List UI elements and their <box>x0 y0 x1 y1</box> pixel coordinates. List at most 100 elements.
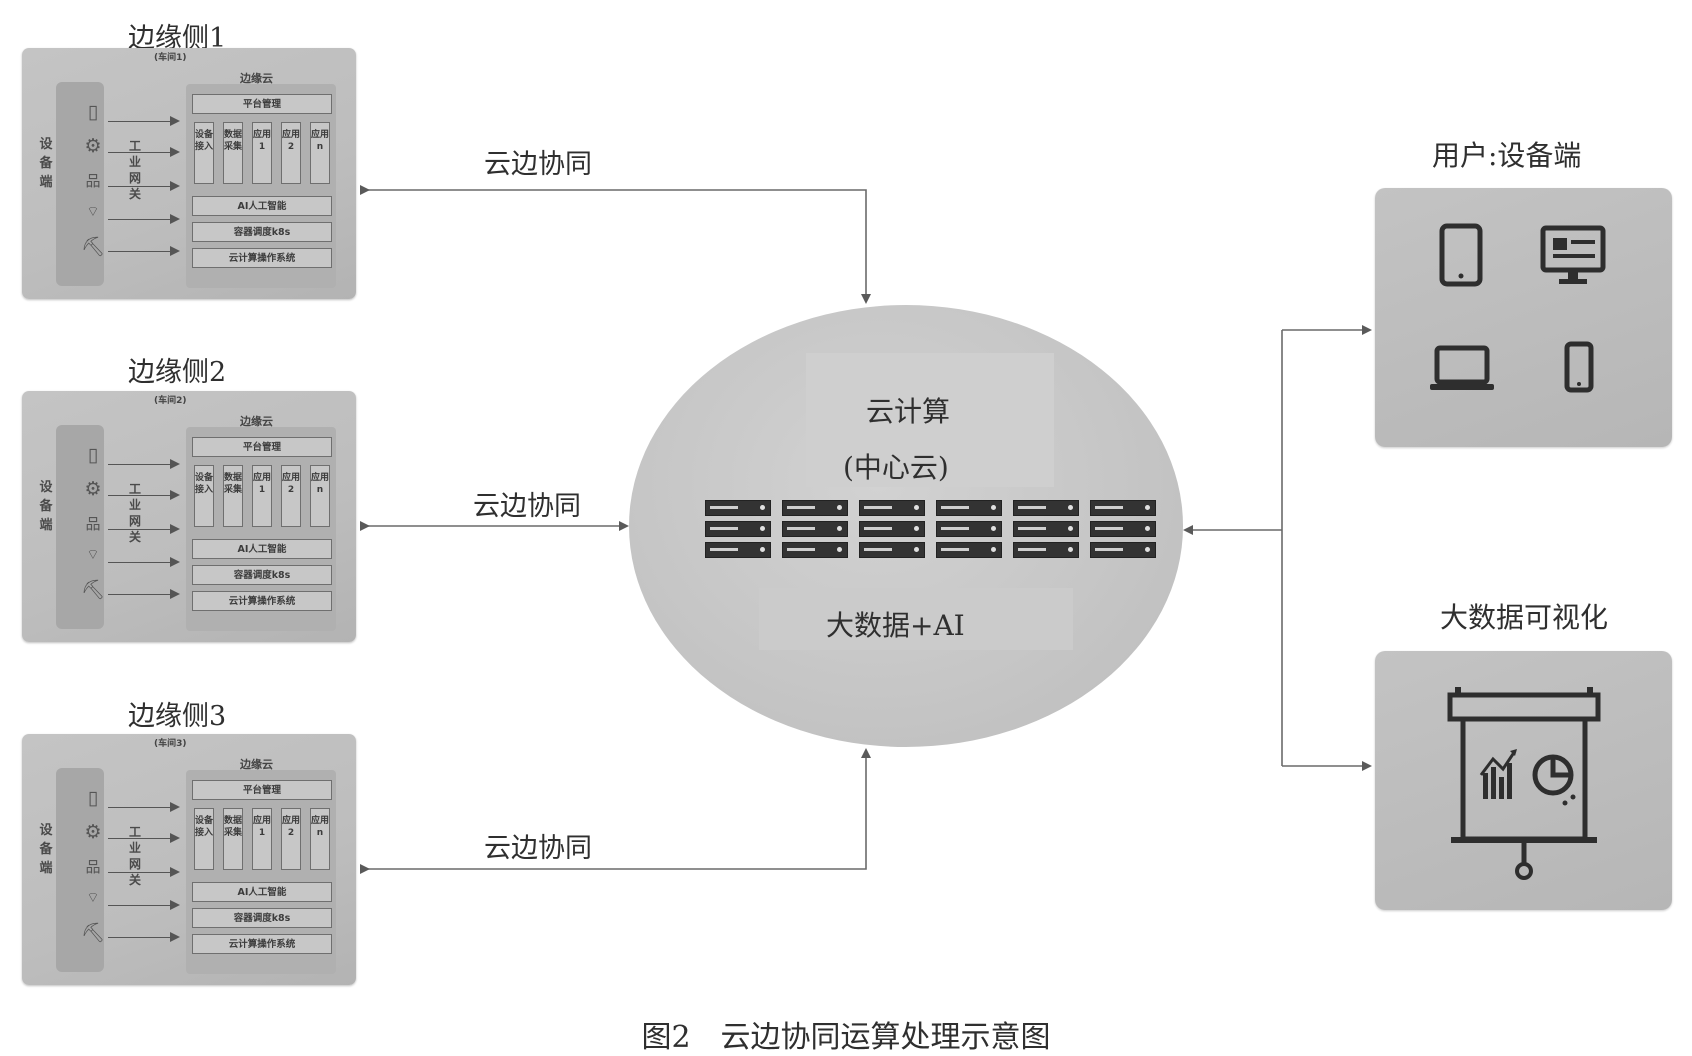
edge-3-workshop: (车间3) <box>154 739 187 749</box>
server-icon <box>705 542 771 558</box>
device-arrow <box>108 524 180 534</box>
collab-label-1: 云边协同 <box>484 149 592 180</box>
network-icon: 品 <box>85 171 101 190</box>
collab-link-1 <box>360 185 871 304</box>
network-icon: 品 <box>85 514 101 533</box>
user-device-icons <box>1430 223 1606 393</box>
device-label: 设备端 <box>39 480 53 533</box>
ai-bar: AI人工智能 <box>192 196 332 216</box>
gateway-label: 工业网关 <box>128 825 141 887</box>
server-icon <box>1013 500 1079 516</box>
server-icon <box>936 521 1002 537</box>
robot-arm-icon: ⛏ <box>80 235 106 258</box>
device-arrow <box>108 181 180 191</box>
device-arrow <box>108 116 180 126</box>
device-arrow <box>108 459 180 469</box>
device-arrow <box>108 557 180 567</box>
server-icon <box>1090 500 1156 516</box>
edge-1-panel: (车间1) 设备端 ▯ ⚙ 品 ⌔ ⛏ 工业网关 边缘云 平台管理 设备接入 数… <box>22 48 356 299</box>
server-icon <box>859 500 925 516</box>
cloud-computing-label: 云计算 <box>866 395 951 428</box>
platform-bar: 平台管理 <box>192 437 332 457</box>
user-device-title: 用户:设备端 <box>1432 139 1582 172</box>
presentation-board-icon <box>1447 687 1601 880</box>
module-app-n: 应用n <box>310 122 330 184</box>
laptop-icon <box>1430 345 1494 390</box>
collab-label-3: 云边协同 <box>484 833 592 864</box>
platform-bar: 平台管理 <box>192 94 332 114</box>
sensor-icon: ▯ <box>87 787 99 809</box>
container-bar: 容器调度k8s <box>192 222 332 242</box>
edge-cloud-title: 边缘云 <box>240 72 273 85</box>
platform-bar: 平台管理 <box>192 780 332 800</box>
server-icon <box>705 500 771 516</box>
server-icon <box>859 521 925 537</box>
device-arrow <box>108 867 180 877</box>
pie-chart-icon <box>1532 754 1576 806</box>
device-arrow <box>108 147 180 157</box>
sensor-icon: ▯ <box>87 444 99 466</box>
module-app-n: 应用n <box>310 808 330 870</box>
ai-bar: AI人工智能 <box>192 882 332 902</box>
server-icon <box>859 542 925 558</box>
robot-arm-icon: ⛏ <box>80 578 106 601</box>
edge-2-workshop: (车间2) <box>154 396 187 406</box>
phone-icon <box>1564 341 1594 393</box>
gear-icon: ⚙ <box>84 478 102 500</box>
gateway-label: 工业网关 <box>128 139 141 201</box>
device-arrow <box>108 589 180 599</box>
module-data-collection: 数据采集 <box>223 465 243 527</box>
sensor-icon: ▯ <box>87 101 99 123</box>
bigdata-ai-box <box>759 588 1073 650</box>
os-bar: 云计算操作系统 <box>192 248 332 268</box>
bigdata-viz-panel <box>1375 651 1672 910</box>
module-device-access: 设备接入 <box>194 465 214 527</box>
network-icon: 品 <box>85 857 101 876</box>
bigdata-viz-title: 大数据可视化 <box>1440 601 1609 634</box>
device-arrow <box>108 932 180 942</box>
module-app-1: 应用1 <box>252 122 272 184</box>
device-arrow <box>108 833 180 843</box>
tablet-button <box>1458 273 1464 279</box>
cloud-computing-box <box>806 353 1054 487</box>
device-column <box>56 82 104 286</box>
collab-link-3 <box>360 748 871 874</box>
central-cloud-label: (中心云) <box>843 451 949 484</box>
robot-arm-icon: ⛏ <box>80 921 106 944</box>
gateway-label: 工业网关 <box>128 482 141 544</box>
ai-bar: AI人工智能 <box>192 539 332 559</box>
device-column <box>56 425 104 629</box>
collab-label-2: 云边协同 <box>473 491 581 522</box>
module-device-access: 设备接入 <box>194 808 214 870</box>
edge-3-panel: (车间3) 设备端 ▯ ⚙ 品 ⌔ ⛏ 工业网关 边缘云 平台管理 设备接入 数… <box>22 734 356 985</box>
server-icon <box>1090 542 1156 558</box>
server-icon <box>1013 542 1079 558</box>
server-icon <box>705 521 771 537</box>
wifi-device-icon: ⌔ <box>86 204 100 220</box>
module-data-collection: 数据采集 <box>223 808 243 870</box>
os-bar: 云计算操作系统 <box>192 934 332 954</box>
edge-1-workshop: (车间1) <box>154 53 187 63</box>
module-app-2: 应用2 <box>281 122 301 184</box>
wifi-device-icon: ⌔ <box>86 547 100 563</box>
module-data-collection: 数据采集 <box>223 122 243 184</box>
os-bar: 云计算操作系统 <box>192 591 332 611</box>
server-icon <box>1090 521 1156 537</box>
module-app-2: 应用2 <box>281 808 301 870</box>
monitor-icon <box>1540 225 1606 284</box>
server-icon <box>1013 521 1079 537</box>
tablet-icon <box>1439 223 1483 287</box>
gear-icon: ⚙ <box>84 821 102 843</box>
device-arrow <box>108 802 180 812</box>
device-label: 设备端 <box>39 823 53 876</box>
container-bar: 容器调度k8s <box>192 565 332 585</box>
edge-2-title: 边缘侧2 <box>128 357 227 388</box>
module-device-access: 设备接入 <box>194 122 214 184</box>
wifi-device-icon: ⌔ <box>86 890 100 906</box>
gear-icon: ⚙ <box>84 135 102 157</box>
figure-caption: 图2 云边协同运算处理示意图 <box>641 1020 1051 1055</box>
device-arrow <box>108 246 180 256</box>
server-icon <box>782 500 848 516</box>
bar-chart-icon <box>1479 749 1517 799</box>
